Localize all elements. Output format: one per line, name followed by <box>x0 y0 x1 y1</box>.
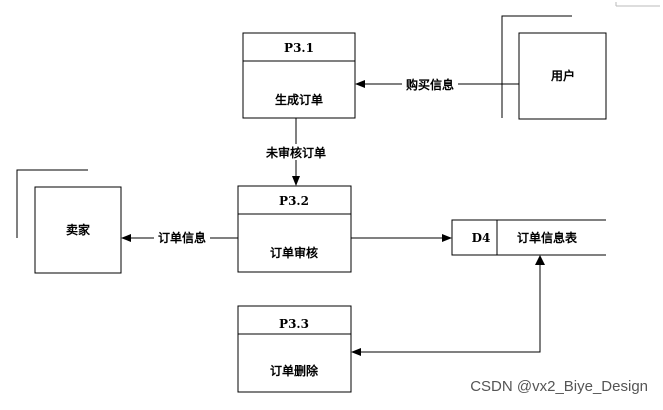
process-p3-3: P3.3 订单删除 <box>237 305 352 393</box>
flow-label: 订单信息 <box>158 230 206 245</box>
process-id: P3.1 <box>284 41 314 55</box>
flow-purchase-info: 购买信息 <box>355 76 519 92</box>
datastore-d4: D4 订单信息表 <box>451 219 606 256</box>
entity-name: 用户 <box>550 68 575 83</box>
datastore-id: D4 <box>472 231 491 245</box>
process-id: P3.2 <box>279 194 309 208</box>
flow-datastore-to-delete <box>351 255 545 356</box>
corner-mark <box>615 2 660 7</box>
entity-name: 卖家 <box>66 222 91 237</box>
entity-seller: 卖家 <box>16 169 122 274</box>
datastore-name: 订单信息表 <box>517 230 578 245</box>
flow-order-info: 订单信息 <box>121 230 238 246</box>
process-name: 订单审核 <box>270 245 318 260</box>
process-p3-2: P3.2 订单审核 <box>237 185 352 273</box>
process-id: P3.3 <box>279 317 309 331</box>
process-name: 生成订单 <box>275 92 323 107</box>
entity-user: 用户 <box>501 15 607 120</box>
process-p3-1: P3.1 生成订单 <box>242 32 356 119</box>
process-name: 订单删除 <box>270 363 319 378</box>
flow-label: 购买信息 <box>406 77 454 92</box>
flow-unreviewed-order: 未审核订单 <box>262 118 330 186</box>
watermark-text: CSDN @vx2_Biye_Design <box>470 378 648 395</box>
flow-label: 未审核订单 <box>265 145 326 160</box>
